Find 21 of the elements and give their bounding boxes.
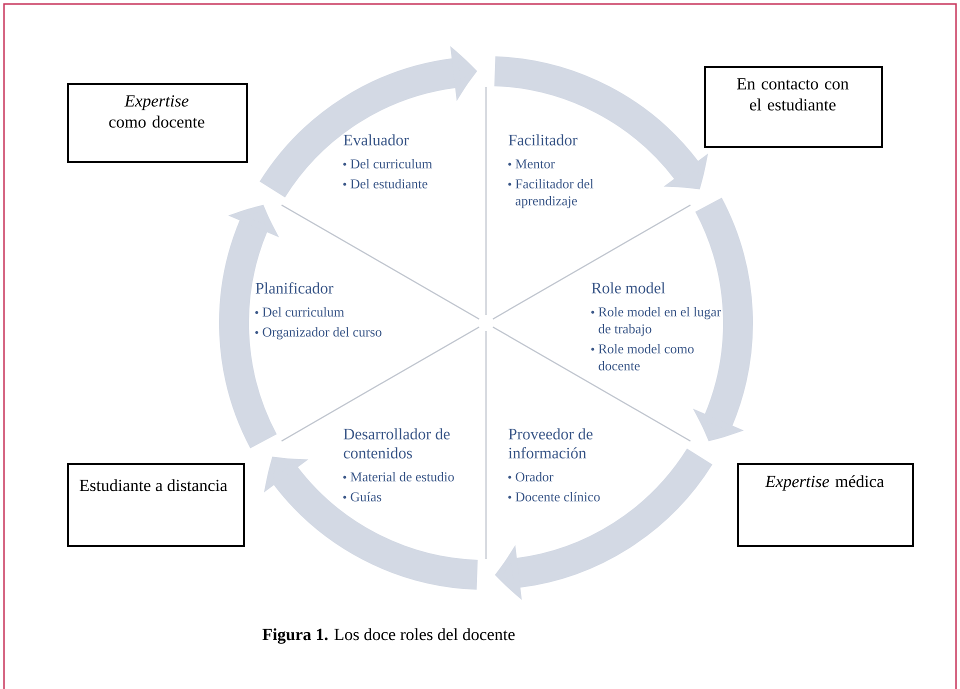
bullet-item: Del curriculum [255, 307, 344, 317]
role-heading: Desarrollador de contenidos [344, 428, 450, 458]
role-heading: Planificador [256, 282, 334, 294]
box-label: En contacto con el estudiante [737, 78, 849, 110]
bullet-item: Role model como docente [591, 344, 694, 370]
bullet-item: Guías [343, 492, 382, 502]
bullet-item: Mentor [508, 159, 555, 168]
bullet-item: Material de estudio [343, 472, 454, 482]
figure-caption: Figura 1. Los doce roles del docente [262, 628, 515, 644]
bullet-item: Facilitador del aprendizaje [508, 178, 594, 208]
box-label: Expertise como docente [109, 95, 204, 128]
box-label: Expertise médica [765, 475, 884, 491]
bullet-item: Organizador del curso [255, 327, 382, 340]
text-box [737, 463, 914, 547]
box-label: Estudiante a distancia [80, 479, 228, 492]
role-heading: Facilitador [508, 134, 578, 146]
role-heading: Role model [592, 282, 666, 294]
text-box [67, 463, 245, 547]
bullet-item: Role model en el lugar de trabajo [591, 306, 722, 336]
text-box [704, 66, 883, 148]
text-box [67, 83, 248, 163]
